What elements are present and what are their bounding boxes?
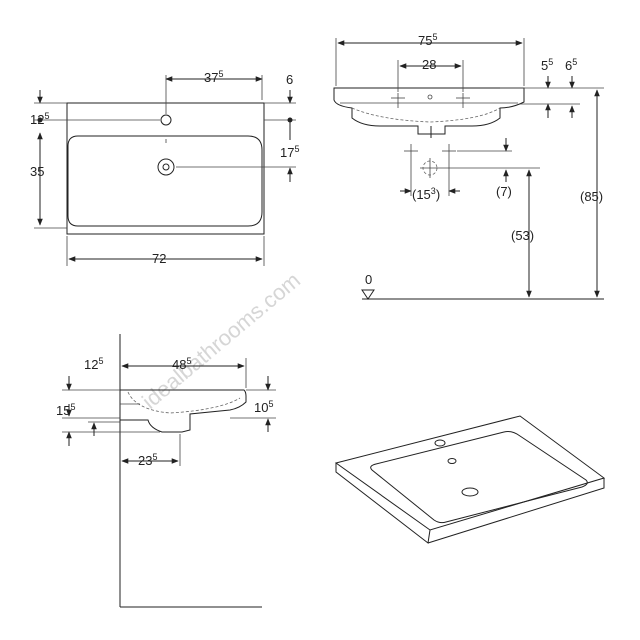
front-rim-height-label: (85) <box>580 189 603 204</box>
front-fixing-centres-label: 28 <box>422 57 436 72</box>
front-waste-height-label: (53) <box>511 228 534 243</box>
iso-tap-hole-icon <box>434 439 446 447</box>
side-front-drop-label: 105 <box>254 399 273 415</box>
side-waste-projection-label: 235 <box>138 452 157 468</box>
plan-view: 375 6 125 35 175 72 <box>30 69 299 266</box>
front-fixing-left-icon <box>391 93 405 108</box>
iso-waste-outlet-icon <box>461 487 479 497</box>
plan-tap-offset-label: 125 <box>30 111 49 127</box>
front-overall-width-label: 755 <box>418 32 437 48</box>
front-waste-spacing-label: (153) <box>412 186 440 202</box>
side-basin-outline <box>119 389 247 433</box>
plan-waste-offset-label: 175 <box>280 144 299 160</box>
iso-overflow-icon <box>447 458 457 464</box>
front-rim-b-label: 65 <box>565 57 577 73</box>
front-rim-a-label: 55 <box>541 57 553 73</box>
iso-bowl-outline <box>370 431 588 524</box>
tap-hole-icon <box>160 114 172 126</box>
plan-basin-outline <box>66 102 265 235</box>
floor-level-icon <box>361 289 375 300</box>
front-waste-left-icon <box>404 144 418 158</box>
watermark: idealbathrooms.com <box>137 267 305 413</box>
front-waste-centre-icon <box>420 158 440 178</box>
front-waste-right-icon <box>442 144 456 158</box>
plan-right-gap-label: 6 <box>286 72 293 87</box>
front-basin-outline <box>333 87 525 135</box>
iso-basin-front <box>335 463 605 544</box>
waste-outlet-inner-icon <box>162 163 170 171</box>
plan-depth-label: 35 <box>30 164 44 179</box>
floor-level-label: 0 <box>365 272 372 287</box>
side-rim-depth-label: 125 <box>84 356 103 372</box>
front-fixing-right-icon <box>456 93 470 108</box>
side-rear-drop-label: 155 <box>56 402 75 418</box>
plan-top-offset-label: 375 <box>204 69 223 85</box>
isometric-view <box>334 415 606 544</box>
waste-outlet-icon <box>157 158 175 176</box>
side-projection-label: 485 <box>172 356 191 372</box>
front-waste-drop-label: (7) <box>496 184 512 199</box>
front-view: 755 28 55 65 ( <box>333 32 604 300</box>
plan-bowl-outline <box>67 135 263 227</box>
plan-width-label: 72 <box>152 251 166 266</box>
side-view: 485 125 155 105 235 <box>56 334 276 608</box>
